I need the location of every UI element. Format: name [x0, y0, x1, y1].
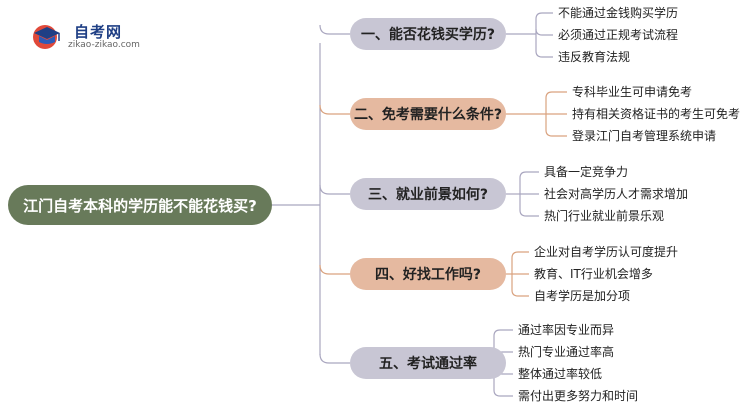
- leaf-connector: [535, 50, 553, 58]
- logo-url: zikao-zikao.com: [68, 40, 140, 50]
- leaf-1-2: 必须通过正规考试流程: [558, 28, 679, 42]
- logo-title: 自考网: [74, 23, 123, 41]
- leaf-2-1: 专科毕业生可申请免考: [572, 85, 693, 99]
- leaf-5-4: 需付出更多努力和时间: [518, 389, 639, 403]
- graduation-cap-icon: [33, 25, 60, 49]
- leaf-4-2: 教育、IT行业机会增多: [534, 267, 653, 281]
- leaf-3-2: 社会对高学历人才需求增加: [544, 187, 689, 201]
- branch-connector: [319, 353, 350, 364]
- leaf-4-1: 企业对自考学历认可度提升: [534, 245, 679, 259]
- leaf-5-2: 热门专业通过率高: [518, 345, 615, 359]
- leaf-2-3: 登录江门自考管理系统申请: [572, 129, 717, 143]
- logo[interactable]: 自考网 zikao-zikao.com: [30, 20, 150, 54]
- leaf-4-3: 自考学历是加分项: [534, 289, 631, 303]
- branch-connector: [319, 184, 350, 195]
- leaf-connector: [545, 129, 567, 137]
- leaf-connector: [519, 171, 539, 179]
- branch-node-3: 三、就业前景如何?: [350, 178, 506, 210]
- branch-node-5: 五、考试通过率: [350, 347, 506, 379]
- branch-node-2: 二、免考需要什么条件?: [350, 98, 506, 130]
- leaf-5-3: 整体通过率较低: [518, 367, 603, 381]
- leaf-1-1: 不能通过金钱购买学历: [558, 6, 679, 20]
- branch-connector: [319, 104, 350, 115]
- leaf-connector: [545, 91, 567, 99]
- leaf-connector: [535, 12, 553, 20]
- leaf-connector: [535, 28, 553, 36]
- branch-connector: [319, 24, 350, 35]
- leaf-5-1: 通过率因专业而异: [518, 323, 615, 337]
- branch-node-1: 一、能否花钱买学历?: [350, 18, 506, 50]
- leaf-3-1: 具备一定竞争力: [544, 165, 629, 179]
- leaf-connector: [511, 251, 529, 259]
- leaf-connector: [511, 289, 529, 297]
- leaf-2-2: 持有相关资格证书的考生可免考: [572, 107, 741, 121]
- leaf-connector: [519, 209, 539, 217]
- leaf-connector: [493, 329, 513, 337]
- leaf-3-3: 热门行业就业前景乐观: [544, 209, 665, 223]
- root-node: 江门自考本科的学历能不能花钱买?: [8, 185, 272, 225]
- branch-node-4: 四、好找工作吗?: [350, 258, 506, 290]
- leaf-1-3: 违反教育法规: [558, 50, 631, 64]
- branch-connector: [319, 264, 350, 275]
- leaf-connector: [493, 389, 513, 397]
